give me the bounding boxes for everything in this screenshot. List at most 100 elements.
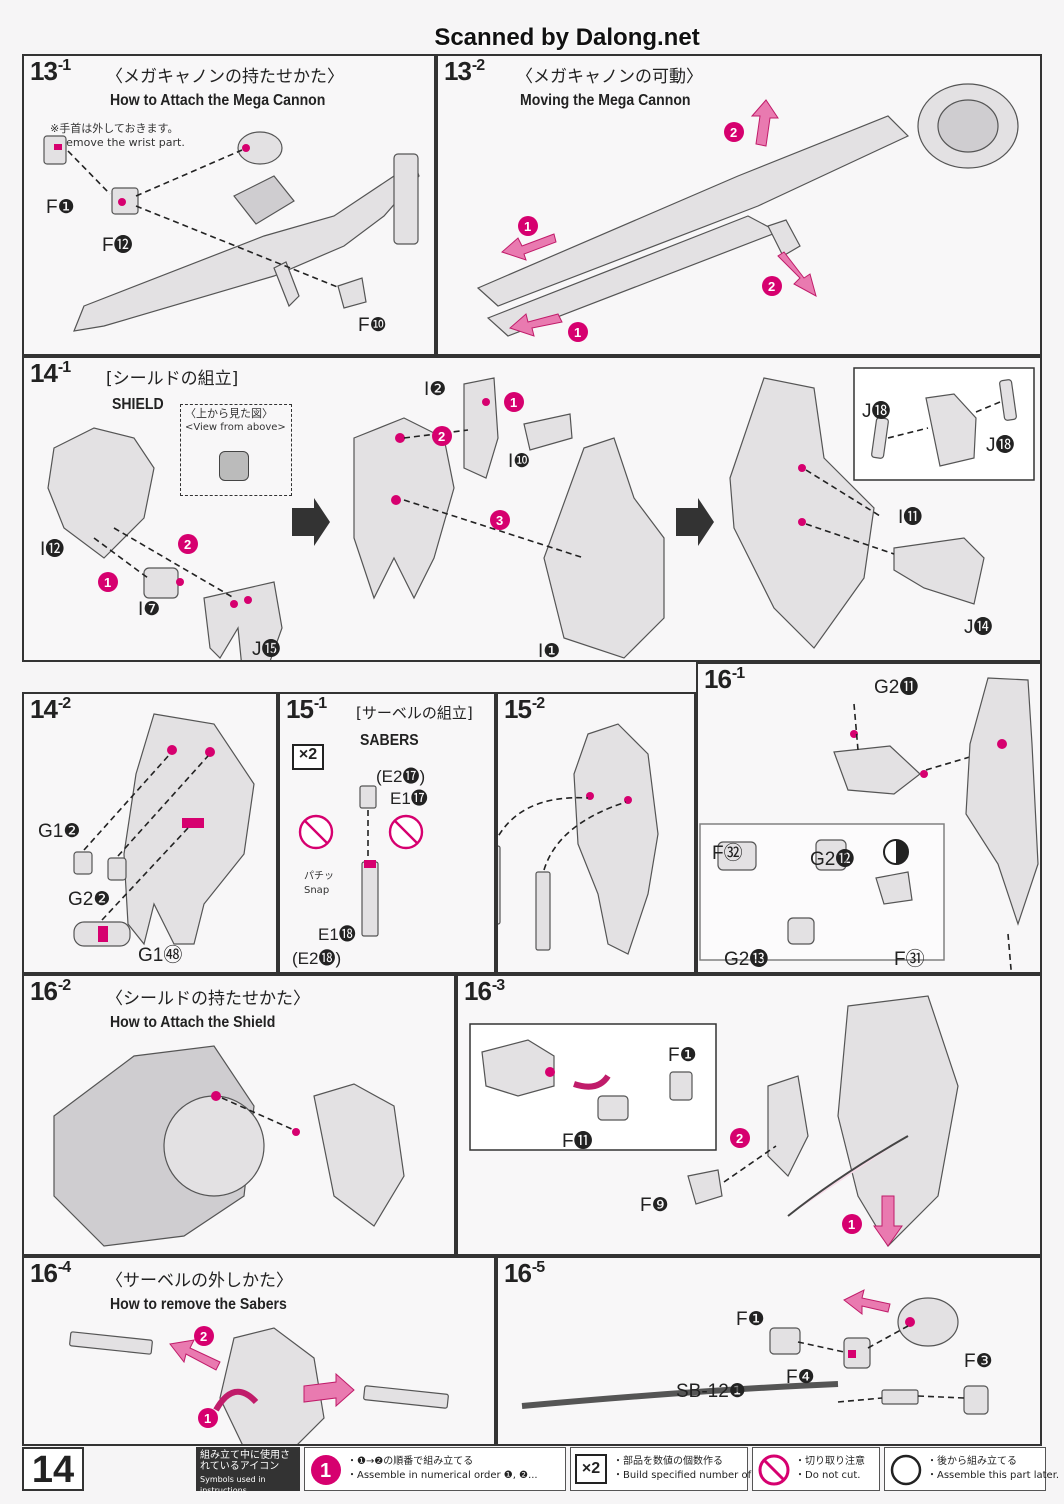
panel-13-1: 13-1 〈メガキャノンの持たせかた〉 How to Attach the Me… — [22, 54, 436, 356]
part-label: F⓬ — [102, 235, 133, 256]
part-label: G1❷ — [38, 821, 81, 842]
part-label: G2⓭ — [724, 949, 769, 970]
svg-text:1: 1 — [848, 1217, 855, 1232]
saber-storage-illustration — [498, 723, 659, 955]
step-number: 13-1 — [30, 56, 71, 86]
panel-16-5: 16-5 F❶ F❹ F❸ SB-12❶ — [496, 1256, 1042, 1446]
step-title-en: SHIELD — [112, 396, 164, 413]
view-label-en: <View from above> — [185, 422, 286, 433]
view-from-above-box: 〈上から見た図〉 <View from above> — [180, 404, 292, 496]
saber-hand-illustration — [521, 1289, 989, 1415]
part-label: G2⓫ — [874, 677, 919, 698]
footer: 14 組み立て中に使用されているアイコン Symbols used in ins… — [22, 1447, 1059, 1495]
do-not-cut-icon — [758, 1454, 790, 1486]
legend-title: 組み立て中に使用されているアイコン Symbols used in instru… — [196, 1447, 300, 1495]
step-title-en: How to remove the Sabers — [110, 1296, 287, 1313]
part-label: J⓲ — [862, 401, 891, 422]
part-label: J⓲ — [986, 435, 1015, 456]
step-number: 15-1 — [286, 694, 327, 724]
shield-hand-illustration: 1 2 — [469, 995, 959, 1247]
snap-label: パチッ Snap — [304, 871, 334, 896]
saber-assembly-illustration — [298, 785, 424, 937]
mega-cannon-moving-illustration: 1 1 2 2 — [476, 83, 1019, 342]
svg-text:2: 2 — [768, 279, 775, 294]
part-label: E1⓲ — [318, 925, 356, 944]
page-number: 14 — [22, 1447, 84, 1491]
step-title-en: SABERS — [360, 732, 419, 749]
panel-15-1: 15-1 [サーベルの組立] SABERS ×2 (E2⓱) E1⓱ E1⓲ (… — [278, 692, 496, 974]
step-number: 14-2 — [30, 694, 71, 724]
panel-16-1: 16-1 G2⓫ F㉜ G2⓬ G2⓭ F㉛ — [696, 662, 1042, 974]
step-number: 16-5 — [504, 1258, 545, 1288]
step-title-jp: 〈シールドの持たせかた〉 — [106, 989, 310, 1009]
step-number: 14-1 — [30, 358, 71, 388]
step-number: 16-1 — [704, 664, 745, 694]
part-label: F㉜ — [712, 843, 743, 864]
part-label: I❼ — [138, 599, 161, 620]
part-label: I❶ — [538, 641, 561, 662]
part-label: I❿ — [508, 451, 531, 472]
saber-removal-illustration: 2 1 — [69, 1326, 449, 1444]
svg-text:2: 2 — [200, 1329, 207, 1344]
step-number: 13-2 — [444, 56, 485, 86]
step-title-jp: 〈サーベルの外しかた〉 — [106, 1271, 293, 1291]
part-label: G1㊽ — [138, 945, 183, 966]
legend-title-jp: 組み立て中に使用されているアイコン — [200, 1450, 290, 1472]
part-label: (E2⓱) — [376, 767, 426, 786]
part-label: F❶ — [736, 1309, 765, 1330]
legend-text: ・部品を数値の個数作る・Build specified number of pa… — [613, 1456, 784, 1481]
part-label: F❶ — [668, 1045, 697, 1066]
legend-item-numerical-order: 1 ・❶→❷の順番で組み立てる・Assemble in numerical or… — [304, 1447, 566, 1491]
part-label: I❷ — [424, 379, 447, 400]
note-jp: ※手首は外しておきます。 — [50, 122, 179, 135]
multiplier-icon: ×2 — [575, 1454, 607, 1484]
svg-text:1: 1 — [510, 395, 517, 410]
part-top-view — [219, 451, 249, 481]
step-title-en: How to Attach the Shield — [110, 1014, 276, 1031]
step-title-jp: 〈メガキャノンの可動〉 — [516, 67, 703, 87]
legend-text: ・切り取り注意・Do not cut. — [795, 1456, 865, 1481]
svg-text:1: 1 — [320, 1460, 331, 1482]
part-label: G2❷ — [68, 889, 111, 910]
part-label: F⓫ — [562, 1131, 593, 1152]
part-label: F❿ — [358, 315, 387, 336]
legend-item-assemble-later: ・後から組み立てる・Assemble this part later. — [884, 1447, 1059, 1491]
part-label: G2⓬ — [810, 849, 855, 870]
part-label: F❾ — [640, 1195, 669, 1216]
part-label: E1⓱ — [390, 789, 428, 808]
part-label: SB-12❶ — [676, 1381, 746, 1402]
legend-text: ・後から組み立てる・Assemble this part later. — [927, 1456, 1060, 1481]
part-label: I⓬ — [40, 539, 65, 560]
panel-14-1: 14-1 [シールドの組立] SHIELD 〈上から見た図〉 <View fro… — [22, 356, 1042, 662]
assemble-later-icon — [890, 1454, 922, 1486]
svg-text:2: 2 — [184, 537, 191, 552]
legend-title-en: Symbols used in instructions — [200, 1475, 266, 1495]
svg-text:1: 1 — [204, 1411, 211, 1426]
shield-handle-illustration — [699, 677, 1039, 972]
step-title-jp: [サーベルの組立] — [356, 704, 473, 722]
step-title-en: Moving the Mega Cannon — [520, 92, 691, 109]
panel-14-2: 14-2 G1❷ G2❷ G1㊽ — [22, 692, 278, 974]
part-label: J⓯ — [252, 639, 281, 660]
part-label: F❸ — [964, 1351, 993, 1372]
legend-item-do-not-cut: ・切り取り注意・Do not cut. — [752, 1447, 880, 1491]
part-label: (E2⓲) — [292, 949, 342, 968]
legend-text: ・❶→❷の順番で組み立てる・Assemble in numerical orde… — [347, 1456, 538, 1481]
step-number: 16-2 — [30, 976, 71, 1006]
svg-text:2: 2 — [730, 125, 737, 140]
shield-attach-illustration — [53, 1045, 405, 1247]
svg-text:2: 2 — [438, 429, 445, 444]
step-number: 16-4 — [30, 1258, 71, 1288]
view-label-jp: 〈上から見た図〉 — [185, 407, 273, 420]
part-label: J⓮ — [964, 617, 993, 638]
step-title-en: How to Attach the Mega Cannon — [110, 92, 326, 109]
shield-assembly-illustration: 2 1 1 2 3 — [47, 367, 1035, 660]
step-number: 16-3 — [464, 976, 505, 1006]
step-title-jp: 〈メガキャノンの持たせかた〉 — [106, 67, 344, 87]
panel-16-2: 16-2 〈シールドの持たせかた〉 How to Attach the Shie… — [22, 974, 456, 1256]
part-label: F❹ — [786, 1367, 815, 1388]
svg-text:2: 2 — [736, 1131, 743, 1146]
panel-13-2: 13-2 〈メガキャノンの可動〉 Moving the Mega Cannon … — [436, 54, 1042, 356]
step-number-icon: 1 — [311, 1455, 341, 1485]
scan-watermark: Scanned by Dalong.net — [434, 24, 700, 51]
